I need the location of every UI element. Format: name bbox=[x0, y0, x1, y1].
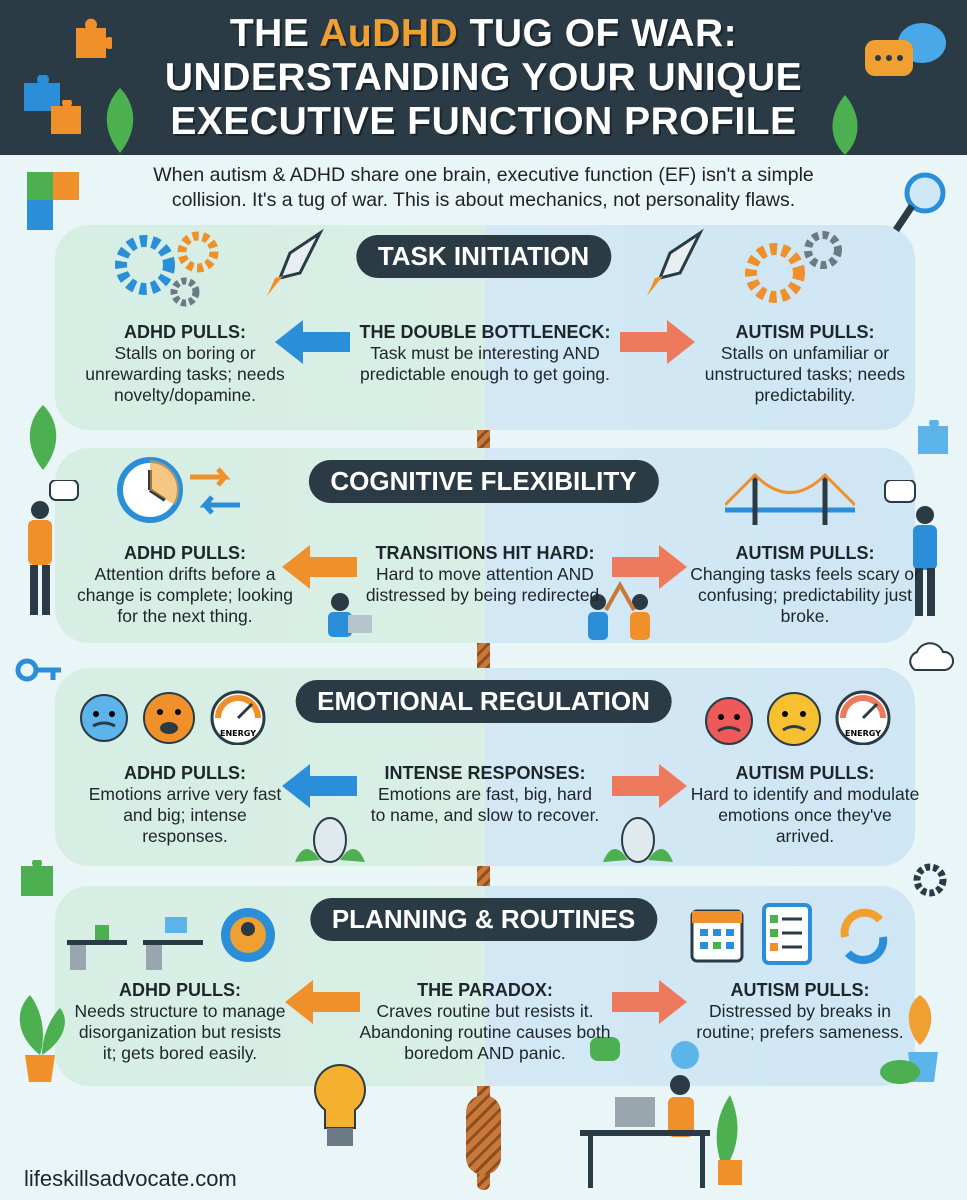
left-arrow-icon bbox=[285, 980, 360, 1024]
leaf-icon bbox=[106, 88, 134, 153]
adhd-pulls: ADHD PULLS:Stalls on boring or unrewardi… bbox=[85, 322, 285, 405]
svg-text:ENERGY: ENERGY bbox=[220, 729, 256, 738]
bridge-icon bbox=[725, 472, 855, 525]
autism-pulls: AUTISM PULLS:Hard to identify and modula… bbox=[690, 763, 920, 846]
center-summary: INTENSE RESPONSES:Emotions are fast, big… bbox=[370, 763, 600, 825]
center-summary: TRANSITIONS HIT HARD:Hard to move attent… bbox=[365, 543, 605, 605]
calendar-icon bbox=[690, 909, 744, 963]
swap-arrows-icon bbox=[190, 467, 240, 515]
person-with-tablet-icon bbox=[28, 480, 79, 615]
cycle-arrows-icon bbox=[840, 908, 888, 965]
calm-stone-plant-icon bbox=[295, 817, 365, 863]
website-url[interactable]: lifeskillsadvocate.com bbox=[24, 1166, 237, 1191]
adhd-pulls: ADHD PULLS:Attention drifts before a cha… bbox=[77, 543, 293, 626]
gear-icon bbox=[913, 863, 947, 897]
stressed-person-icon bbox=[221, 908, 275, 962]
rocket-icon bbox=[267, 228, 324, 296]
energy-gauge-icon: ENERGY bbox=[210, 690, 266, 745]
leaf-icon bbox=[29, 405, 57, 470]
autism-pulls: AUTISM PULLS:Changing tasks feels scary … bbox=[690, 543, 920, 626]
puzzle-icon bbox=[27, 172, 79, 230]
key-icon bbox=[15, 658, 61, 682]
center-summary: THE DOUBLE BOTTLENECK:Task must be inter… bbox=[359, 322, 611, 384]
person-pointing-icon bbox=[884, 480, 937, 616]
center-summary: THE PARADOX:Craves routine but resists i… bbox=[359, 980, 611, 1063]
potted-plant-icon bbox=[880, 995, 938, 1084]
right-arrow-icon bbox=[620, 320, 695, 364]
gears-icon bbox=[745, 231, 842, 303]
potted-plant-icon bbox=[19, 995, 65, 1082]
gears-icon bbox=[115, 231, 219, 307]
chat-bubbles-icon bbox=[865, 23, 946, 76]
adhd-pulls: ADHD PULLS:Emotions arrive very fast and… bbox=[88, 763, 282, 846]
left-arrow-icon bbox=[282, 545, 357, 589]
autism-pulls: AUTISM PULLS:Distressed by breaks in rou… bbox=[696, 980, 904, 1042]
leaf-icon bbox=[832, 95, 858, 155]
shouting-face-icon bbox=[143, 692, 195, 744]
person-at-desk-icon bbox=[580, 1037, 742, 1188]
right-arrow-icon bbox=[612, 980, 687, 1024]
person-at-laptop-icon bbox=[328, 593, 372, 637]
sad-face-icon bbox=[767, 692, 821, 746]
rocket-icon bbox=[647, 228, 704, 296]
high-five-icon bbox=[588, 580, 650, 640]
intro-text: When autism & ADHD share one brain, exec… bbox=[153, 164, 814, 211]
right-arrow-icon bbox=[612, 545, 687, 589]
checklist-icon bbox=[762, 903, 812, 965]
left-arrow-icon bbox=[275, 320, 350, 364]
clock-icon bbox=[117, 457, 183, 523]
puzzle-piece-icon bbox=[76, 18, 112, 58]
section-title: EMOTIONAL REGULATION bbox=[295, 680, 672, 723]
puzzle-piece-icon bbox=[51, 100, 81, 134]
puzzle-piece-icon bbox=[918, 420, 948, 454]
page-title: THE AuDHD TUG OF WAR: UNDERSTANDING YOUR… bbox=[164, 12, 803, 143]
angry-face-icon bbox=[705, 697, 753, 745]
magnifier-icon bbox=[893, 172, 946, 232]
section-title: COGNITIVE FLEXIBILITY bbox=[308, 460, 659, 503]
svg-text:ENERGY: ENERGY bbox=[845, 729, 881, 738]
adhd-pulls: ADHD PULLS:Needs structure to manage dis… bbox=[74, 980, 286, 1063]
section-title: PLANNING & ROUTINES bbox=[309, 898, 658, 941]
puzzle-piece-icon bbox=[24, 75, 60, 111]
messy-desk-icon bbox=[67, 917, 203, 970]
title-accent: AuDHD bbox=[319, 12, 459, 55]
header-banner: THE AuDHD TUG OF WAR: UNDERSTANDING YOUR… bbox=[0, 0, 967, 155]
energy-gauge-icon: ENERGY bbox=[835, 690, 891, 745]
calm-stone-plant-icon bbox=[603, 817, 673, 863]
rope-knot bbox=[466, 1095, 501, 1175]
left-arrow-icon bbox=[282, 764, 357, 808]
puzzle-piece-icon bbox=[21, 860, 53, 896]
section-title: TASK INITIATION bbox=[355, 235, 612, 278]
angry-face-icon bbox=[80, 694, 128, 742]
lightbulb-icon bbox=[314, 1063, 366, 1146]
right-arrow-icon bbox=[612, 764, 687, 808]
cloud-icon bbox=[909, 642, 954, 671]
autism-pulls: AUTISM PULLS:Stalls on unfamiliar or uns… bbox=[704, 322, 906, 405]
